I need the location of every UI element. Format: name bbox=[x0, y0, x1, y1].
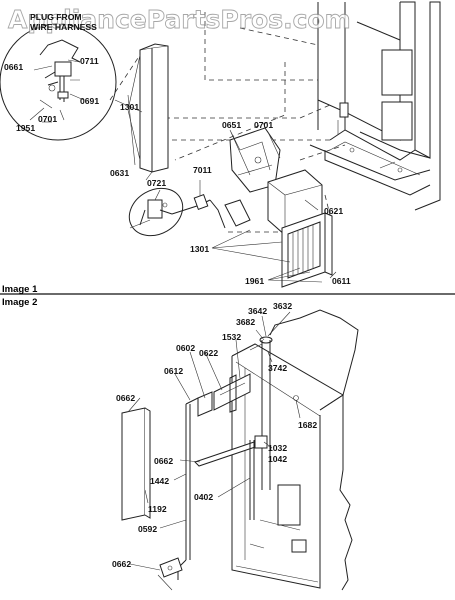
label-7011: 7011 bbox=[193, 165, 212, 175]
label-1532: 1532 bbox=[222, 332, 241, 342]
label-1192: 1192 bbox=[148, 504, 167, 514]
label-1301: 1301 bbox=[120, 102, 139, 112]
callout-title-line-1: PLUG FROM bbox=[30, 12, 82, 22]
part-3632-tube bbox=[249, 336, 273, 490]
cabinet-side-panel bbox=[231, 309, 359, 591]
part-0592-heater bbox=[177, 397, 199, 580]
label-0402: 0402 bbox=[194, 492, 213, 502]
label-0622: 0622 bbox=[199, 348, 218, 358]
label-0602: 0602 bbox=[176, 343, 195, 353]
label-0691: 0691 bbox=[80, 96, 99, 106]
section-label-image-1: Image 1 bbox=[2, 284, 38, 295]
label-0662-top: 0662 bbox=[116, 393, 135, 403]
label-0592: 0592 bbox=[138, 524, 157, 534]
label-1442: 1442 bbox=[150, 476, 169, 486]
label-3742: 3742 bbox=[268, 363, 287, 373]
image-2-drawing bbox=[121, 309, 359, 591]
part-0622-bracket bbox=[197, 373, 251, 417]
label-0612: 0612 bbox=[164, 366, 183, 376]
label-0721: 0721 bbox=[147, 178, 166, 188]
part-1301-panel bbox=[127, 43, 169, 173]
label-1042: 1042 bbox=[268, 454, 287, 464]
plug-callout-circle bbox=[0, 23, 117, 141]
label-3632: 3632 bbox=[273, 301, 292, 311]
cabinet-rear-panel bbox=[309, 1, 441, 211]
label-0701: 0701 bbox=[38, 114, 57, 124]
part-0611-grille bbox=[281, 212, 333, 288]
section-label-image-2: Image 2 bbox=[2, 297, 37, 308]
part-1192-panel bbox=[121, 407, 151, 521]
label-1951: 1951 bbox=[16, 123, 35, 133]
label-0701-b: 0701 bbox=[254, 120, 273, 130]
image-2-leaders bbox=[127, 311, 301, 571]
label-1682: 1682 bbox=[298, 420, 317, 430]
part-0721-valve-detail bbox=[128, 187, 184, 237]
part-0402-rail bbox=[249, 440, 255, 520]
label-1032: 1032 bbox=[268, 443, 287, 453]
part-0662-bottom-bracket bbox=[157, 557, 183, 591]
label-1301-b: 1301 bbox=[190, 244, 209, 254]
label-0631: 0631 bbox=[110, 168, 129, 178]
label-0662-mid: 0662 bbox=[154, 456, 173, 466]
label-3682: 3682 bbox=[236, 317, 255, 327]
label-3642: 3642 bbox=[248, 306, 267, 316]
label-0661: 0661 bbox=[4, 62, 23, 72]
watermark: AppliancePartsPros.com bbox=[8, 5, 351, 34]
image-1-leaders bbox=[127, 54, 337, 283]
label-0651: 0651 bbox=[222, 120, 241, 130]
assembly-guide-lines bbox=[109, 12, 346, 233]
part-0662-rail bbox=[194, 435, 268, 467]
label-0662-bottom: 0662 bbox=[112, 559, 131, 569]
callout-title-line-2: WIRE HARNESS bbox=[30, 22, 97, 32]
label-0611: 0611 bbox=[332, 276, 351, 286]
label-0621: 0621 bbox=[324, 206, 343, 216]
part-7011-tube bbox=[171, 194, 226, 229]
label-1961: 1961 bbox=[245, 276, 264, 286]
image-1-drawing bbox=[0, 1, 441, 288]
label-0711: 0711 bbox=[80, 56, 99, 66]
